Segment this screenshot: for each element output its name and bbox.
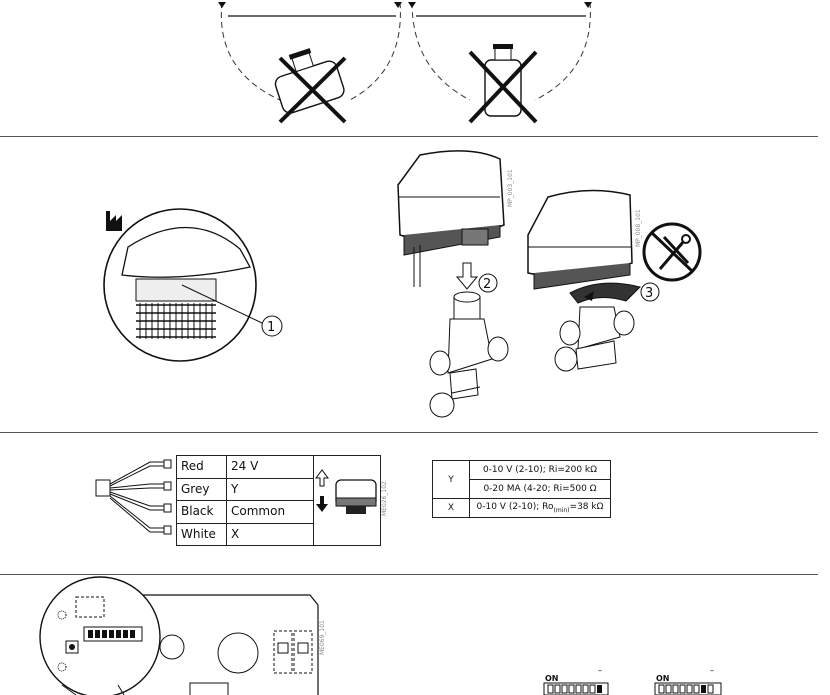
wire-signal: X: [226, 522, 314, 546]
wire-harness-diagram: [95, 459, 172, 535]
divider: [0, 574, 818, 575]
dip-switch: [83, 626, 143, 642]
section-installation: 1 MP_003_101 2 MP_008_101 3: [103, 150, 702, 418]
table-row: Black Common: [176, 500, 381, 524]
signal-label: X: [432, 498, 470, 518]
signal-value: 0-20 MA (4-20; Ri=500 Ω: [469, 479, 611, 499]
drawing-code: MP_008_101: [635, 209, 642, 247]
callout-3: 3: [645, 286, 653, 301]
drawing-code: MP_003_101: [507, 169, 514, 207]
wire-signal: Y: [226, 477, 314, 501]
mount-position-right: [408, 1, 592, 124]
circuit-board-diagram: ME069_101 ON – ON –: [39, 576, 722, 695]
wire-color: Red: [176, 455, 227, 479]
drawing-code: ME026_102: [381, 481, 388, 516]
wire-signal: Common: [226, 500, 314, 524]
coupling-detail: 1: [103, 208, 283, 362]
divider: [0, 432, 818, 433]
factory-icon: [106, 211, 122, 231]
wire-color: White: [176, 522, 227, 546]
table-row: X 0-10 V (2-10); Ro(min)=38 kΩ: [432, 498, 611, 518]
dip-on-label: ON: [656, 674, 670, 683]
wire-signal: 24 V: [226, 455, 314, 479]
signal-value: 0-10 V (2-10); Ri=200 kΩ: [469, 460, 611, 480]
dip-on-label: ON: [545, 674, 559, 683]
callout-1: 1: [267, 320, 275, 335]
actuator-stroke-icon: ME026_102: [313, 455, 388, 546]
drawing-code: ME069_101: [319, 620, 326, 655]
actuator-mount-step: MP_003_101 2: [397, 150, 514, 418]
mount-position-left: [218, 1, 402, 124]
prohibited-mount-icon: [468, 50, 538, 124]
wire-color: Black: [176, 500, 227, 524]
callout-2: 2: [483, 277, 491, 292]
divider: [0, 136, 818, 137]
dip-setting-a: ON –: [543, 666, 609, 695]
table-row: Red 24 V ME026_102: [176, 455, 388, 546]
signal-label: Y: [432, 460, 470, 499]
section-mounting-positions: [218, 1, 592, 124]
wire-color: Grey: [176, 477, 227, 501]
dip-minus-label: –: [598, 666, 602, 675]
wiring-table: Red 24 V ME026_102 Grey Y Black Common W…: [176, 455, 388, 546]
actuator-locked-step: MP_008_101 3: [527, 189, 660, 372]
no-tools-icon: [642, 222, 702, 282]
dip-minus-label: –: [710, 666, 714, 675]
table-row: Y 0-10 V (2-10); Ri=200 kΩ: [432, 460, 611, 499]
table-row: White X: [176, 522, 381, 546]
dip-setting-b: ON –: [654, 666, 722, 695]
signal-table: Y 0-10 V (2-10); Ri=200 kΩ 0-20 MA (4-20…: [432, 460, 611, 518]
signal-value: 0-10 V (2-10); Ro(min)=38 kΩ: [469, 498, 611, 518]
prohibited-mount-icon: [278, 56, 347, 124]
